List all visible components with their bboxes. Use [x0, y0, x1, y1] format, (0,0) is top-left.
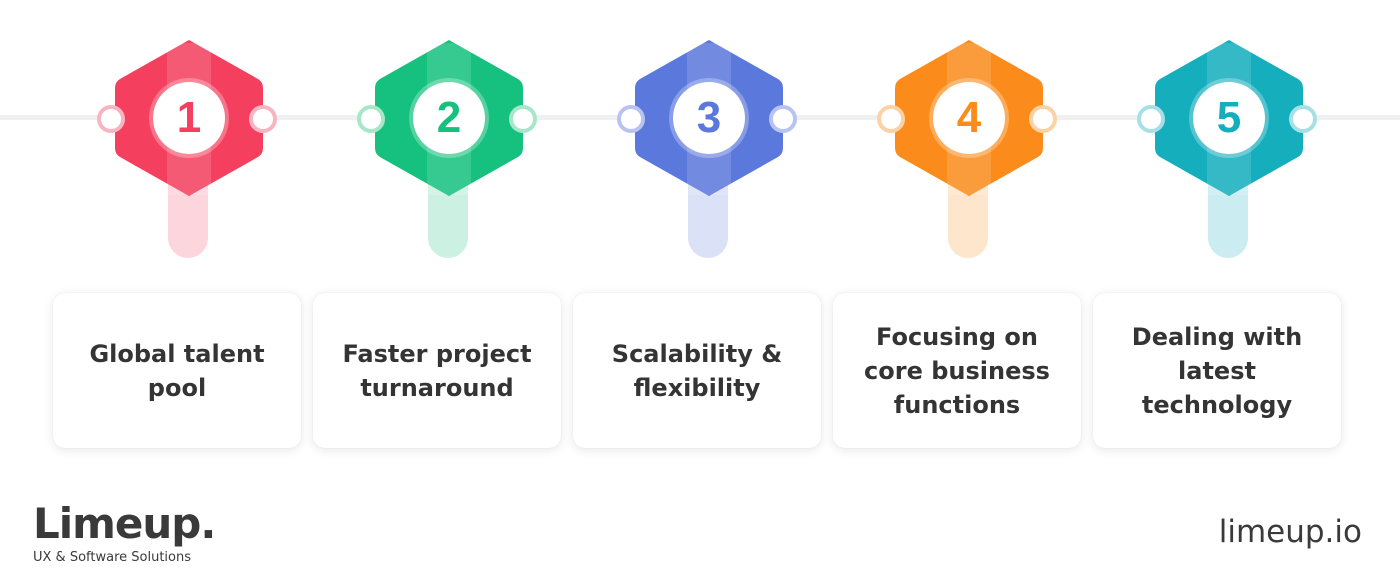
connector-ring-left — [617, 105, 645, 133]
hexagon-badge: 3 — [617, 37, 797, 199]
step-card: Faster project turnaround — [313, 293, 561, 448]
step-number: 2 — [413, 82, 485, 154]
connector-ring-left — [1137, 105, 1165, 133]
connector-ring-left — [877, 105, 905, 133]
step-number: 1 — [153, 82, 225, 154]
connector-ring-right — [1289, 105, 1317, 133]
step-number: 3 — [673, 82, 745, 154]
step-label: Faster project turnaround — [342, 339, 532, 402]
connector-ring-left — [97, 105, 125, 133]
connector-ring-right — [249, 105, 277, 133]
website-url: limeup.io — [1218, 514, 1362, 550]
brand-logo: Limeup. UX & Software Solutions — [33, 499, 216, 566]
step-card: Dealing with latest technology — [1093, 293, 1341, 448]
connector-ring-right — [769, 105, 797, 133]
step-label: Focusing on core business functions — [864, 322, 1050, 419]
connector-ring-right — [509, 105, 537, 133]
step-label: Dealing with latest technology — [1131, 322, 1303, 419]
step-label: Scalability & flexibility — [611, 339, 783, 402]
step-card: Focusing on core business functions — [833, 293, 1081, 448]
step-card: Global talent pool — [53, 293, 301, 448]
hexagon-badge: 5 — [1137, 37, 1317, 199]
connector-ring-left — [357, 105, 385, 133]
step-label: Global talent pool — [89, 339, 265, 402]
hexagon-badge: 2 — [357, 37, 537, 199]
step-number: 4 — [933, 82, 1005, 154]
brand-name: Limeup. — [33, 499, 216, 548]
connector-ring-right — [1029, 105, 1057, 133]
step-card: Scalability & flexibility — [573, 293, 821, 448]
brand-tagline: UX & Software Solutions — [33, 550, 191, 565]
hexagon-badge: 1 — [97, 37, 277, 199]
step-number: 5 — [1193, 82, 1265, 154]
hexagon-badge: 4 — [877, 37, 1057, 199]
